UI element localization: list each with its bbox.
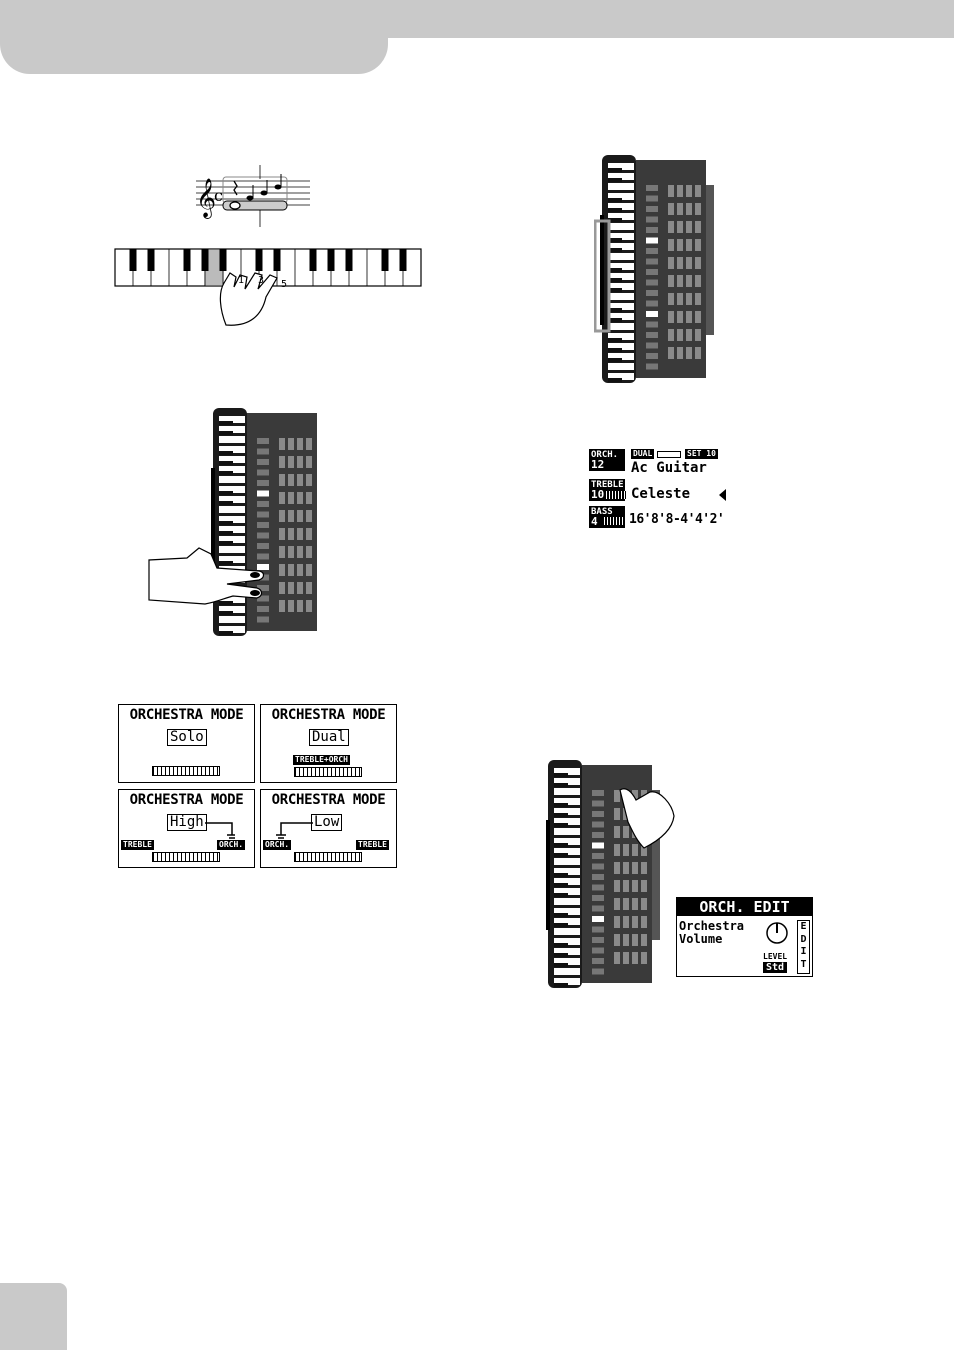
keyboard-icon (294, 767, 362, 777)
battery-icon (657, 451, 681, 458)
edit-param-name: Orchestra Volume (679, 920, 744, 946)
edit-side-tab: E D I T (797, 920, 810, 974)
bass-footage: 16'8'8-4'4'2' (629, 512, 724, 527)
mode-screen-dual: ORCHESTRA MODE Dual TREBLE+ORCH (260, 704, 397, 783)
treble-sound-name: Celeste (631, 486, 690, 502)
edit-letter: D (798, 934, 809, 947)
edit-letter: I (798, 946, 809, 959)
mode-solo-label: Solo (167, 729, 207, 746)
edit-letter: T (798, 959, 809, 972)
orch-tag: ORCH. (263, 840, 291, 850)
screen-title: ORCHESTRA MODE (119, 707, 254, 723)
svg-text:3: 3 (258, 275, 264, 286)
knob-icon (764, 920, 792, 946)
svg-text:5: 5 (281, 279, 287, 290)
accordion-two-finger-press (147, 408, 317, 638)
bass-buttons-icon (604, 517, 626, 525)
mode-screen-low: ORCHESTRA MODE Low ORCH. TREBLE (260, 789, 397, 868)
treble-keyboard-icon (606, 491, 626, 499)
mode-dual-label: Dual (309, 729, 349, 746)
screen-title: ORCHESTRA MODE (261, 792, 396, 808)
svg-text:c: c (214, 186, 223, 205)
staff-keyboard-illustration: 𝄞 c 1 3 5 (110, 165, 430, 330)
keyboard-icon (152, 766, 220, 776)
page-number-tab (0, 1283, 67, 1350)
main-display: ORCH. 12 DUAL SET 10 Ac Guitar TREBLE 10… (589, 449, 727, 528)
level-label: LEVEL (763, 952, 787, 961)
page-header-tab (0, 0, 388, 74)
mode-screen-high: ORCHESTRA MODE High TREBLE ORCH. (118, 789, 255, 868)
param-line-2: Volume (679, 933, 744, 946)
screen-title: ORCHESTRA MODE (261, 707, 396, 723)
treble-tag: TREBLE (121, 840, 154, 850)
set-label: SET 10 (685, 449, 718, 459)
mode-low-label: Low (311, 814, 342, 831)
orch-tag: ORCH. (217, 840, 245, 850)
edit-title: ORCH. EDIT (677, 898, 812, 916)
treble-tag: TREBLE (356, 840, 389, 850)
level-value: Std (763, 962, 787, 973)
orch-sound-name: Ac Guitar (631, 460, 707, 476)
orch-edit-display: ORCH. EDIT Orchestra Volume LEVEL Std E … (676, 897, 813, 977)
mode-high-label: High (167, 814, 207, 831)
screen-title: ORCHESTRA MODE (119, 792, 254, 808)
keyboard-icon (294, 852, 362, 862)
accordion-with-bracket (594, 155, 719, 385)
cursor-arrow-icon (719, 489, 726, 501)
accordion-press-orch-button (540, 760, 690, 990)
treble-orch-tag: TREBLE+ORCH (293, 755, 350, 765)
mode-screen-solo: ORCHESTRA MODE Solo (118, 704, 255, 783)
svg-text:1: 1 (238, 275, 244, 286)
dual-tag: DUAL (631, 449, 654, 459)
keyboard-icon (152, 852, 220, 862)
orch-number: 12 (591, 460, 623, 470)
edit-letter: E (798, 921, 809, 934)
